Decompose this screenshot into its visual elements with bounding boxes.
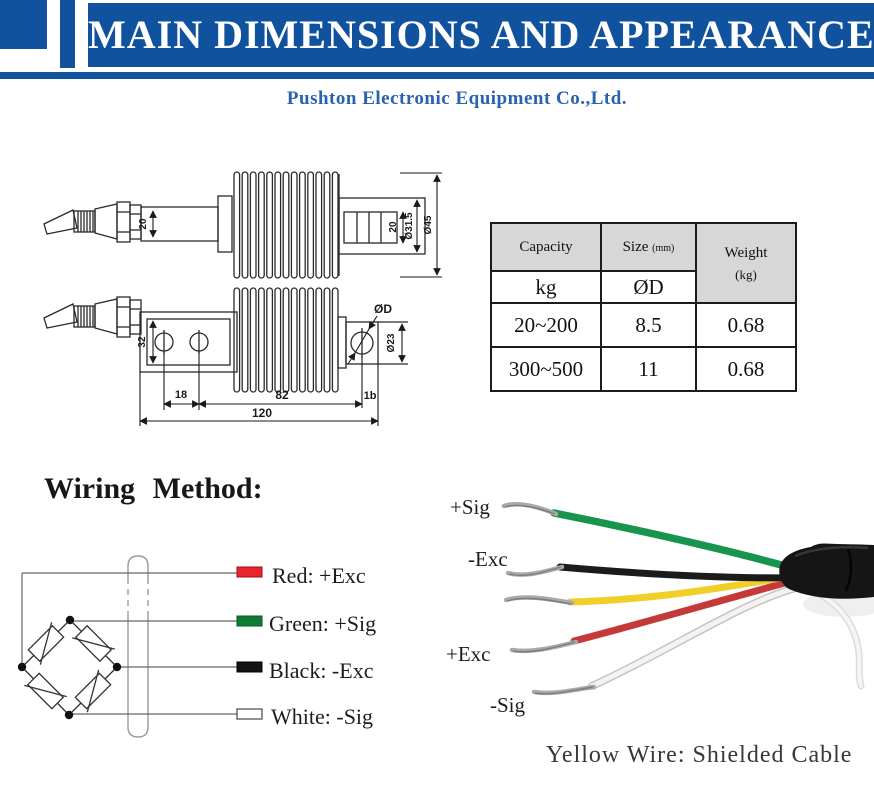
- dims-side-bottom: [139, 352, 379, 426]
- weight-header-label: Weight: [724, 245, 768, 261]
- col-header-capacity: Capacity: [490, 222, 602, 272]
- dim-label-body-height: 20: [138, 218, 149, 230]
- bellows-side: [233, 287, 339, 393]
- wire-label-minus-sig: -Sig: [490, 693, 526, 717]
- bridge-circuit-diagram: Red: +Exc Green: +Sig Black: -Exc White:…: [17, 555, 376, 738]
- legend-label-green: Green: +Sig: [269, 611, 376, 636]
- cell-size-1: 8.5: [600, 302, 697, 348]
- load-cell-side-view: 32: [43, 287, 408, 426]
- wire-tip-strands: [504, 504, 594, 695]
- dim-label-hub-width: 20: [388, 221, 399, 233]
- table-row: 300~500 11 0.68: [490, 346, 797, 392]
- cable-connector-top: [43, 201, 142, 243]
- company-name: Pushton Electronic Equipment Co.,Ltd.: [286, 88, 628, 109]
- spec-table: Capacity Size (mm) Weight (kg) kg ØD 20~…: [490, 222, 797, 392]
- header-underline: [0, 72, 874, 79]
- size-header-unit: (mm): [652, 242, 675, 254]
- cell-capacity-1: 20~200: [490, 302, 602, 348]
- dim-label-bellows-length: 82: [275, 388, 289, 402]
- banner-accent-square: [0, 0, 47, 49]
- wheatstone-bridge: [17, 615, 122, 720]
- cable-sheath-outline: [127, 555, 149, 738]
- cable-jacket: [779, 543, 874, 599]
- table-row: 20~200 8.5 0.68: [490, 302, 797, 348]
- bellows-top: [233, 171, 339, 279]
- dims-top-right: [399, 172, 442, 278]
- dim-label-end-height: Ø23: [386, 333, 397, 352]
- dim-label-hub-od: Ø31.5: [404, 212, 415, 240]
- cable-photo: +Sig -Exc +Exc -Sig: [446, 495, 874, 717]
- size-header-label: Size: [622, 238, 649, 255]
- cell-size-2: 11: [600, 346, 697, 392]
- weight-header-unit: (kg): [735, 266, 757, 282]
- wire-label-minus-exc: -Exc: [468, 547, 508, 571]
- photo-caption: Yellow Wire: Shielded Cable: [546, 742, 853, 768]
- banner-accent-bar: [60, 0, 75, 68]
- legend-swatch-black: [236, 661, 263, 673]
- capacity-header-label: Capacity: [519, 238, 573, 255]
- white-wire: [588, 582, 865, 690]
- cell-weight-1: 0.68: [695, 302, 797, 348]
- cell-capacity-2: 300~500: [490, 346, 602, 392]
- dim-label-side-height: 32: [137, 336, 148, 348]
- legend-label-white: White: -Sig: [271, 704, 373, 729]
- unit-cell-size: ØD: [600, 270, 697, 304]
- cell-weight-2: 0.68: [695, 346, 797, 392]
- black-wire: [556, 563, 794, 582]
- legend-swatch-white: [236, 708, 263, 720]
- dim-label-total-length: 120: [252, 406, 272, 420]
- legend-swatch-green: [236, 615, 263, 627]
- dim-label-bellows-od: Ø45: [423, 215, 434, 234]
- dim-label-hole-spacing: 18: [175, 389, 187, 401]
- wire-label-plus-exc: +Exc: [446, 642, 491, 666]
- green-wire: [550, 509, 800, 573]
- wire-label-plus-sig: +Sig: [450, 495, 490, 519]
- col-header-size: Size (mm): [600, 222, 697, 272]
- legend-swatch-red: [236, 566, 263, 578]
- legend-label-black: Black: -Exc: [269, 658, 374, 683]
- hole-diameter-leader: [347, 315, 378, 365]
- dim-label-hole-diameter: ØD: [374, 302, 392, 316]
- page-title: MAIN DIMENSIONS AND APPEARANCE: [88, 12, 874, 57]
- bridge-wires: [21, 572, 237, 715]
- wiring-method-heading: Wiring Method:: [44, 472, 263, 505]
- legend-label-red: Red: +Exc: [272, 563, 366, 588]
- red-wire: [570, 577, 796, 645]
- dim-label-end-offset: 1b: [364, 390, 377, 402]
- header-banner: MAIN DIMENSIONS AND APPEARANCE: [88, 3, 874, 67]
- col-header-weight: Weight (kg): [695, 222, 797, 304]
- cable-connector-side: [43, 296, 142, 338]
- load-cell-top-view: 20: [43, 171, 442, 279]
- unit-cell-capacity: kg: [490, 270, 602, 304]
